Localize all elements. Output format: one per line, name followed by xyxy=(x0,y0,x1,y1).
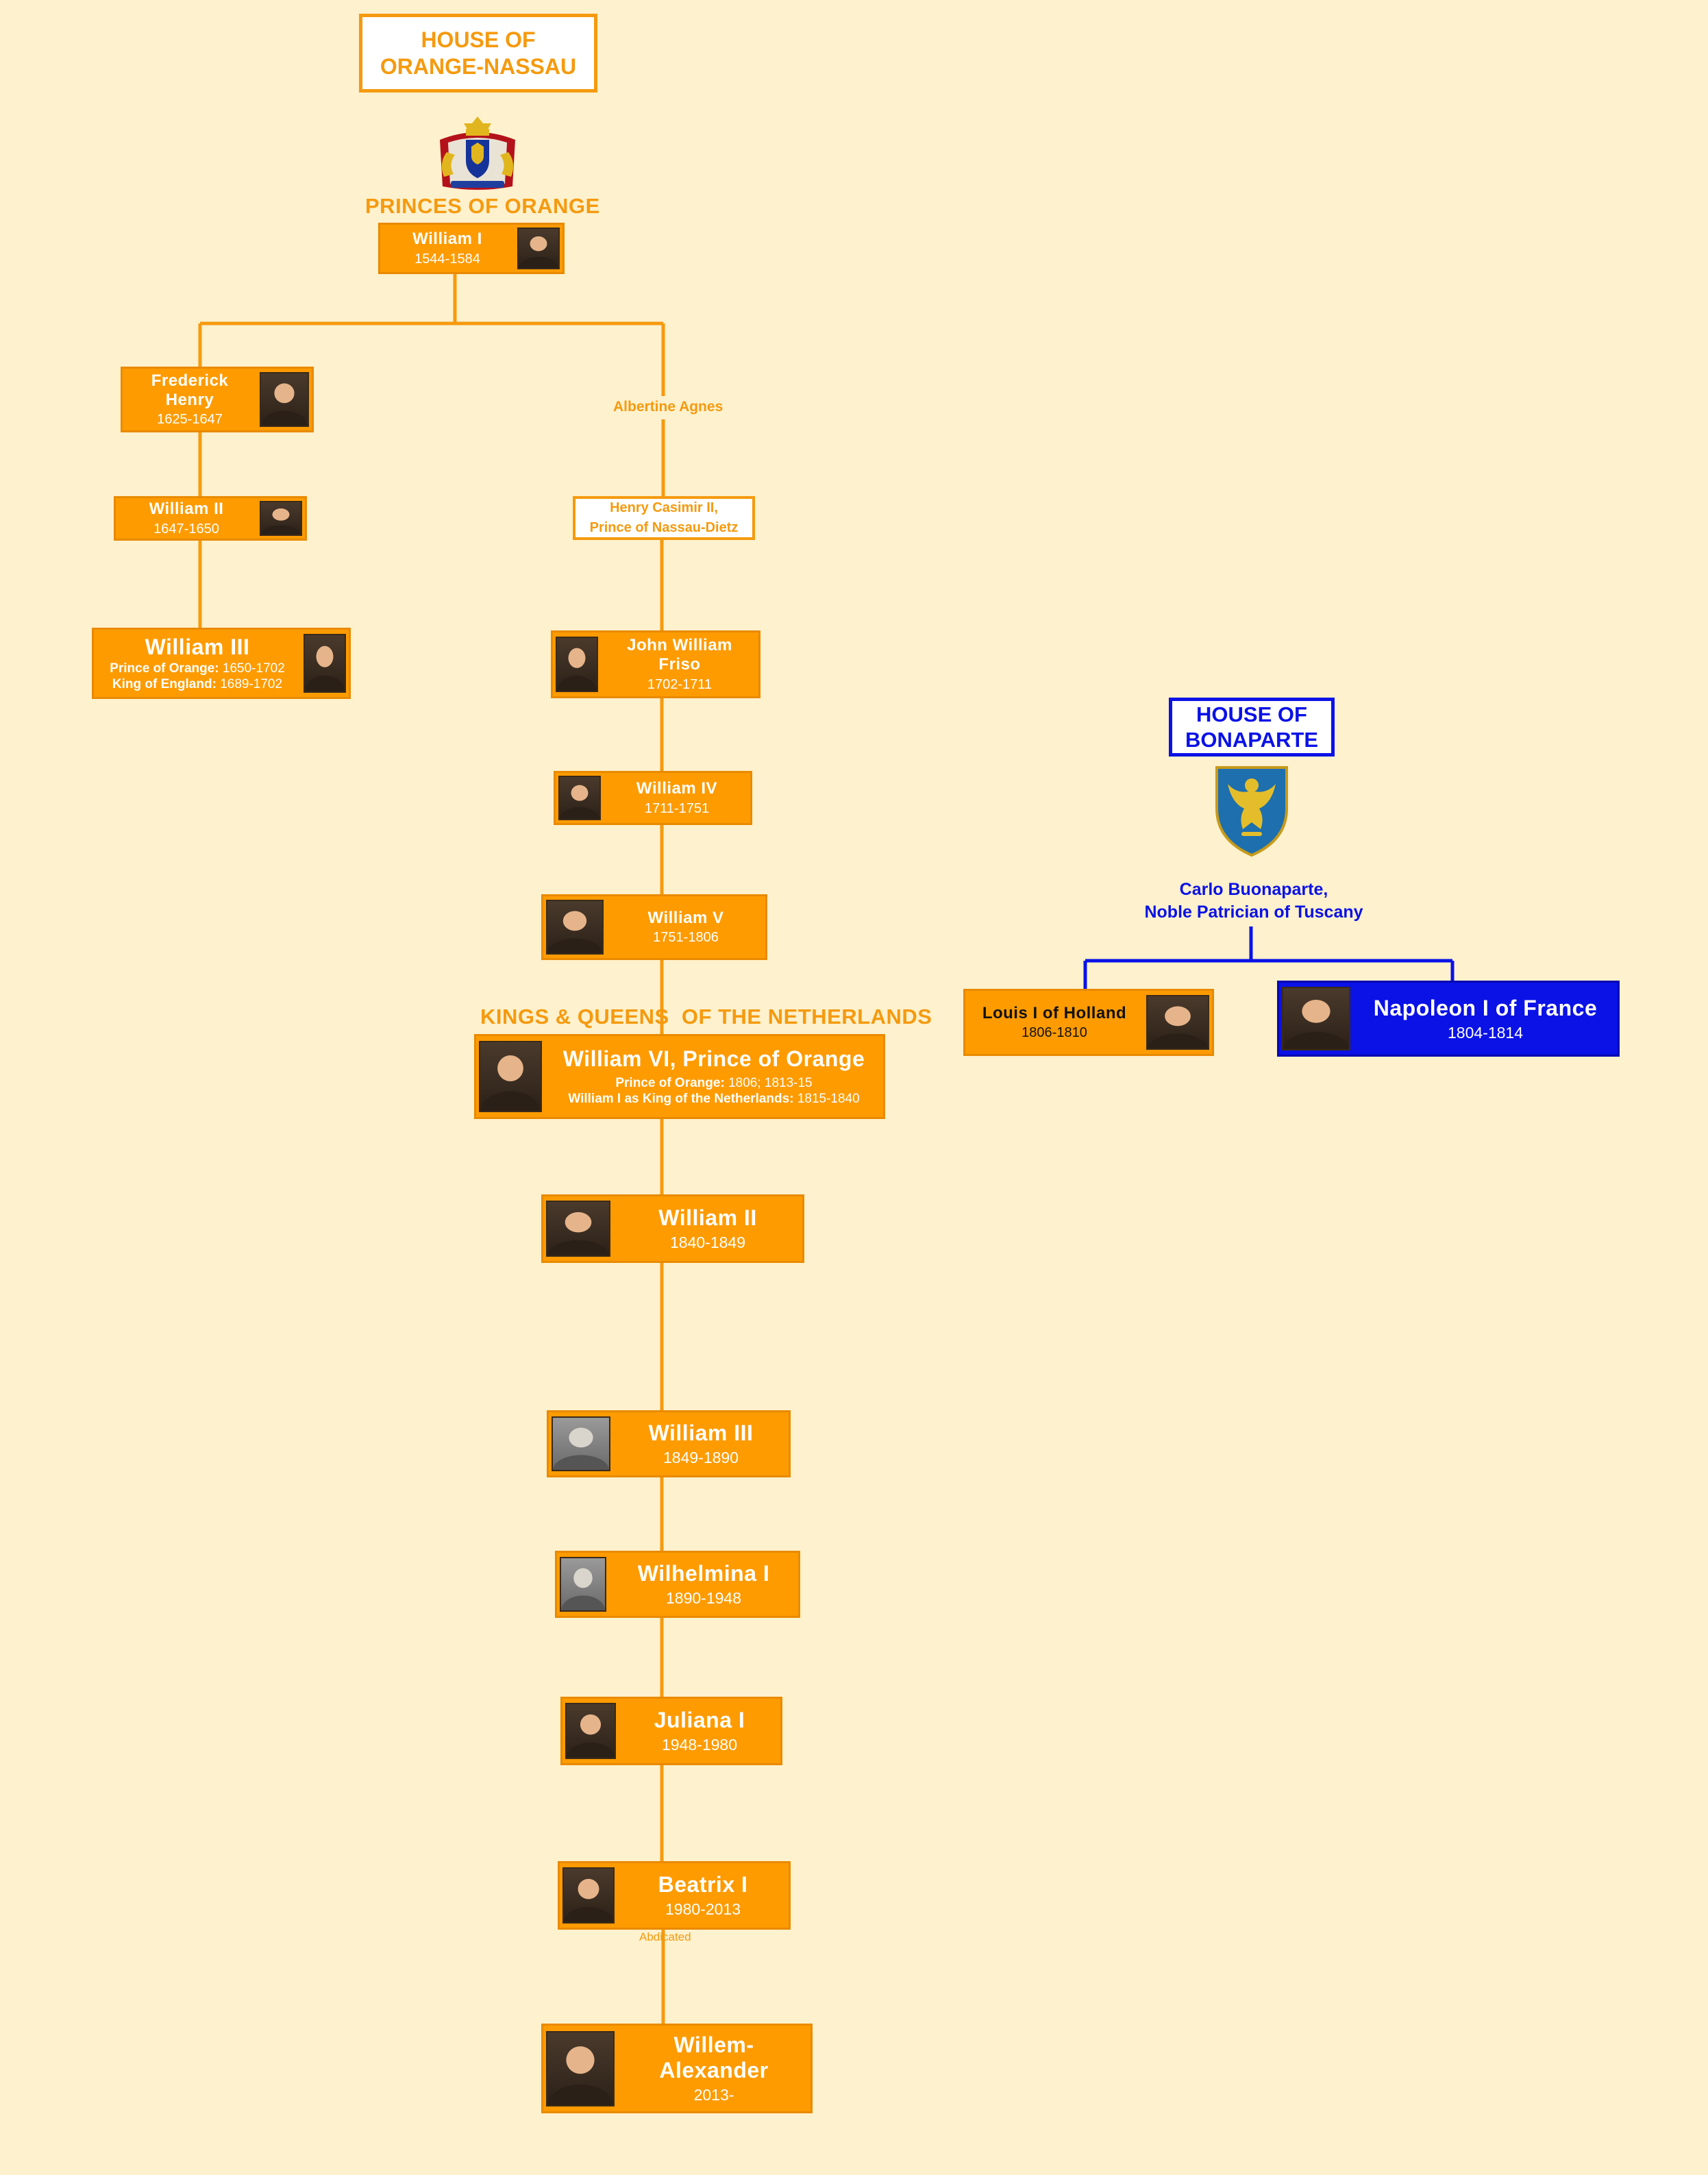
person-juliana: Juliana I 1948-1980 xyxy=(560,1697,782,1765)
person-name: Napoleon I of France xyxy=(1373,995,1598,1020)
person-name: William IV xyxy=(636,779,718,798)
portrait-icon xyxy=(558,776,601,820)
person-william-iv: William IV 1711-1751 xyxy=(554,771,752,825)
person-name-line1: Frederick xyxy=(151,371,229,390)
portrait-icon xyxy=(517,228,560,269)
person-napoleon-i: Napoleon I of France 1804-1814 xyxy=(1277,981,1620,1057)
portrait-icon xyxy=(556,636,598,693)
portrait-icon xyxy=(565,1702,616,1760)
albertine-agnes-label: Albertine Agnes xyxy=(613,399,723,415)
person-years: 1840-1849 xyxy=(670,1233,745,1252)
portrait-icon xyxy=(552,1416,610,1472)
person-name: William III xyxy=(648,1421,754,1446)
person-detail-line1: Prince of Orange: 1650-1702 xyxy=(110,661,285,676)
detail-years: 1806; 1813-15 xyxy=(728,1075,813,1090)
person-years: 1890-1948 xyxy=(666,1589,741,1608)
person-years: 1544-1584 xyxy=(414,251,480,267)
detail-label: William I as King of the Netherlands: xyxy=(568,1092,794,1107)
person-years: 1702-1711 xyxy=(647,676,713,692)
person-name: William III xyxy=(145,634,250,659)
person-name-line1: Willem- xyxy=(673,2032,754,2058)
house-title-line1: HOUSE OF xyxy=(1196,702,1307,726)
person-detail-line1: Prince of Orange: 1806; 1813-15 xyxy=(615,1076,812,1091)
person-years: 1980-2013 xyxy=(665,1900,741,1919)
person-name: William V xyxy=(647,908,724,927)
person-years: 2013- xyxy=(693,2086,734,2104)
house-orange-nassau-title: HOUSE OF ORANGE-NASSAU xyxy=(359,14,597,93)
person-william-ii-king: William II 1840-1849 xyxy=(541,1194,804,1263)
person-name: William II xyxy=(149,500,224,519)
portrait-icon xyxy=(479,1041,542,1112)
portrait-icon xyxy=(1146,994,1209,1050)
person-henry-casimir-ii: Henry Casimir II, Prince of Nassau-Dietz xyxy=(573,496,755,540)
person-louis-i-of-holland: Louis I of Holland 1806-1810 xyxy=(963,989,1214,1056)
house-bonaparte-title: HOUSE OF BONAPARTE xyxy=(1169,698,1335,757)
person-years: 1647-1650 xyxy=(153,521,219,537)
house-title-line2: BONAPARTE xyxy=(1185,728,1319,752)
person-name: William II xyxy=(658,1205,757,1231)
person-name-line2: Henry xyxy=(165,390,214,409)
portrait-icon xyxy=(546,1200,610,1257)
portrait-icon xyxy=(304,633,346,693)
kings-queens-heading: KINGS & QUEENS OF THE NETHERLANDS xyxy=(480,1005,932,1029)
person-frederick-henry: Frederick Henry 1625-1647 xyxy=(121,367,314,432)
person-william-iii-king: William III 1849-1890 xyxy=(547,1410,791,1477)
person-john-william-friso: John William Friso 1702-1711 xyxy=(551,630,760,698)
person-years: 1849-1890 xyxy=(663,1449,739,1467)
person-years: 1625-1647 xyxy=(157,412,223,428)
portrait-icon xyxy=(562,1867,615,1924)
person-name-line2: Prince of Nassau-Dietz xyxy=(589,520,739,535)
house-title-line1: HOUSE OF xyxy=(421,27,536,53)
person-name: Juliana I xyxy=(654,1708,745,1733)
portrait-icon xyxy=(546,2030,615,2106)
person-years: 1806-1810 xyxy=(1022,1025,1087,1041)
person-name: William VI, Prince of Orange xyxy=(562,1046,865,1071)
detail-years: 1815-1840 xyxy=(797,1092,860,1107)
detail-label: King of England: xyxy=(112,677,216,692)
person-william-iii-prince: William III Prince of Orange: 1650-1702 … xyxy=(92,628,351,699)
carlo-buonaparte-label: Carlo Buonaparte, Noble Patrician of Tus… xyxy=(1096,878,1411,923)
detail-years: 1689-1702 xyxy=(220,677,283,692)
person-years: 1948-1980 xyxy=(662,1736,737,1754)
person-years: 1751-1806 xyxy=(653,930,719,946)
person-willem-alexander: Willem- Alexander 2013- xyxy=(541,2024,813,2113)
portrait-icon xyxy=(546,900,604,955)
person-name-line2: Friso xyxy=(658,655,701,674)
person-name: William I xyxy=(412,230,482,249)
portrait-icon xyxy=(260,500,302,537)
person-william-ii-prince: William II 1647-1650 xyxy=(114,496,307,541)
detail-label: Prince of Orange: xyxy=(615,1075,725,1090)
person-name-line2: Alexander xyxy=(659,2058,769,2083)
person-name: Wilhelmina I xyxy=(637,1561,770,1586)
person-detail-line2: King of England: 1689-1702 xyxy=(112,677,282,692)
portrait-icon xyxy=(1282,987,1350,1050)
carlo-line2: Noble Patrician of Tuscany xyxy=(1144,902,1363,922)
person-name: Beatrix I xyxy=(658,1872,748,1897)
portrait-icon xyxy=(260,372,309,427)
person-william-vi: William VI, Prince of Orange Prince of O… xyxy=(474,1034,885,1119)
carlo-line1: Carlo Buonaparte, xyxy=(1179,880,1328,899)
abdicated-note: Abdicated xyxy=(639,1930,691,1943)
royal-coat-of-arms-icon xyxy=(440,116,515,190)
detail-years: 1650-1702 xyxy=(222,661,285,676)
person-william-v: William V 1751-1806 xyxy=(541,894,767,960)
person-beatrix: Beatrix I 1980-2013 xyxy=(558,1861,791,1930)
person-name: Louis I of Holland xyxy=(982,1003,1127,1022)
person-years: 1711-1751 xyxy=(644,800,710,816)
house-title-line2: ORANGE-NASSAU xyxy=(380,53,577,79)
person-wilhelmina: Wilhelmina I 1890-1948 xyxy=(555,1551,800,1618)
princes-of-orange-heading: PRINCES OF ORANGE xyxy=(365,194,600,218)
person-detail-line2: William I as King of the Netherlands: 18… xyxy=(568,1092,859,1107)
person-name-line1: John William xyxy=(627,636,732,655)
detail-label: Prince of Orange: xyxy=(110,661,219,676)
eagle-shield-icon xyxy=(1215,766,1288,857)
person-name-line1: Henry Casimir II, xyxy=(610,500,718,515)
portrait-icon xyxy=(560,1556,606,1612)
person-william-i: William I 1544-1584 xyxy=(378,223,565,274)
person-years: 1804-1814 xyxy=(1448,1023,1523,1042)
